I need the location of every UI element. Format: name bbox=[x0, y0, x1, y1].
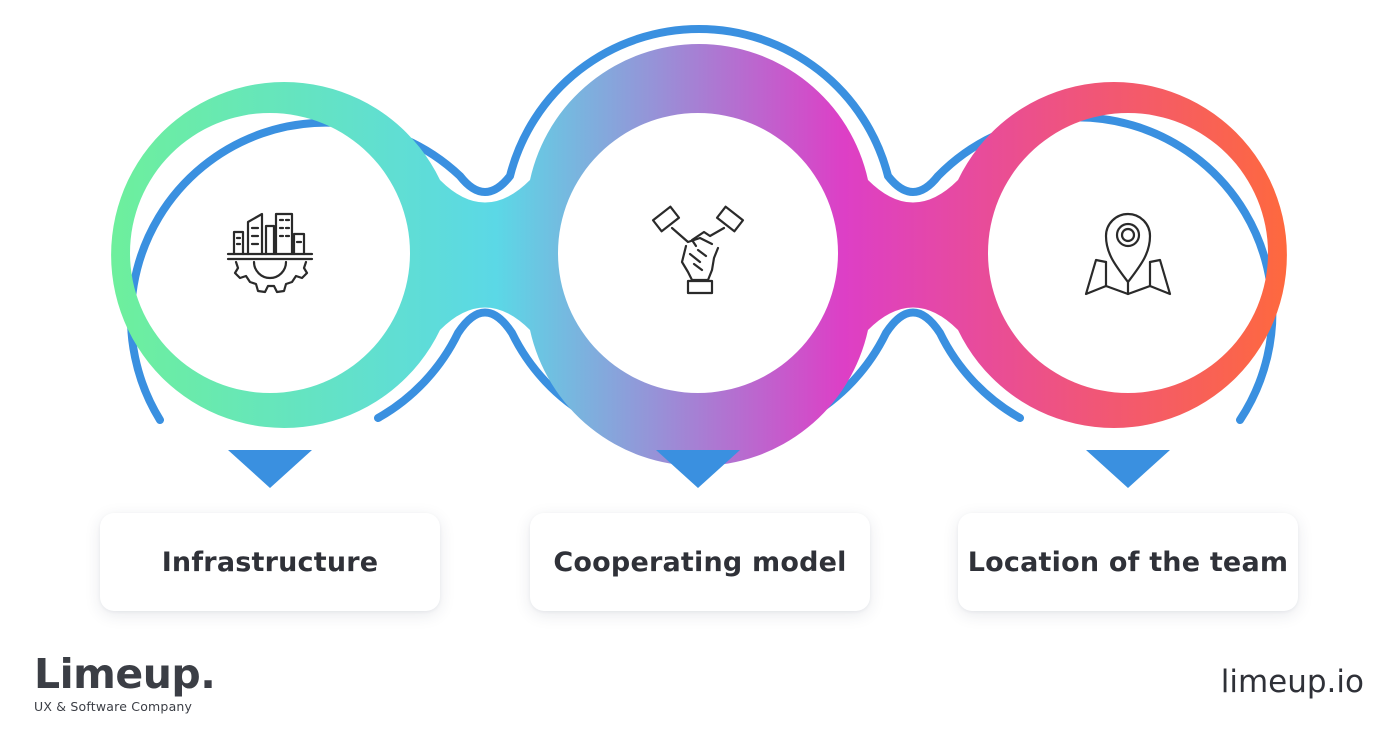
step-label-location: Location of the team bbox=[967, 546, 1289, 578]
map-pin-icon bbox=[1084, 212, 1172, 296]
pointer-2 bbox=[656, 450, 740, 488]
step-card-location: Location of the team bbox=[958, 513, 1298, 611]
pointer-3 bbox=[1086, 450, 1170, 488]
pointer-1 bbox=[228, 450, 312, 488]
website-link: limeup.io bbox=[1220, 664, 1364, 700]
step-card-cooperating-model: Cooperating model bbox=[530, 513, 870, 611]
gradient-ring-band bbox=[111, 43, 1287, 467]
step-card-infrastructure: Infrastructure bbox=[100, 513, 440, 611]
step-label-infrastructure: Infrastructure bbox=[161, 546, 379, 578]
brand-logo: Limeup. UX & Software Company bbox=[34, 650, 216, 714]
step-label-cooperating-model: Cooperating model bbox=[553, 546, 847, 578]
brand-tagline: UX & Software Company bbox=[34, 699, 193, 714]
brand-name: Limeup. bbox=[34, 650, 216, 698]
outline-frame bbox=[127, 25, 1277, 424]
handshake-icon bbox=[651, 205, 745, 295]
city-gear-icon bbox=[226, 212, 314, 294]
